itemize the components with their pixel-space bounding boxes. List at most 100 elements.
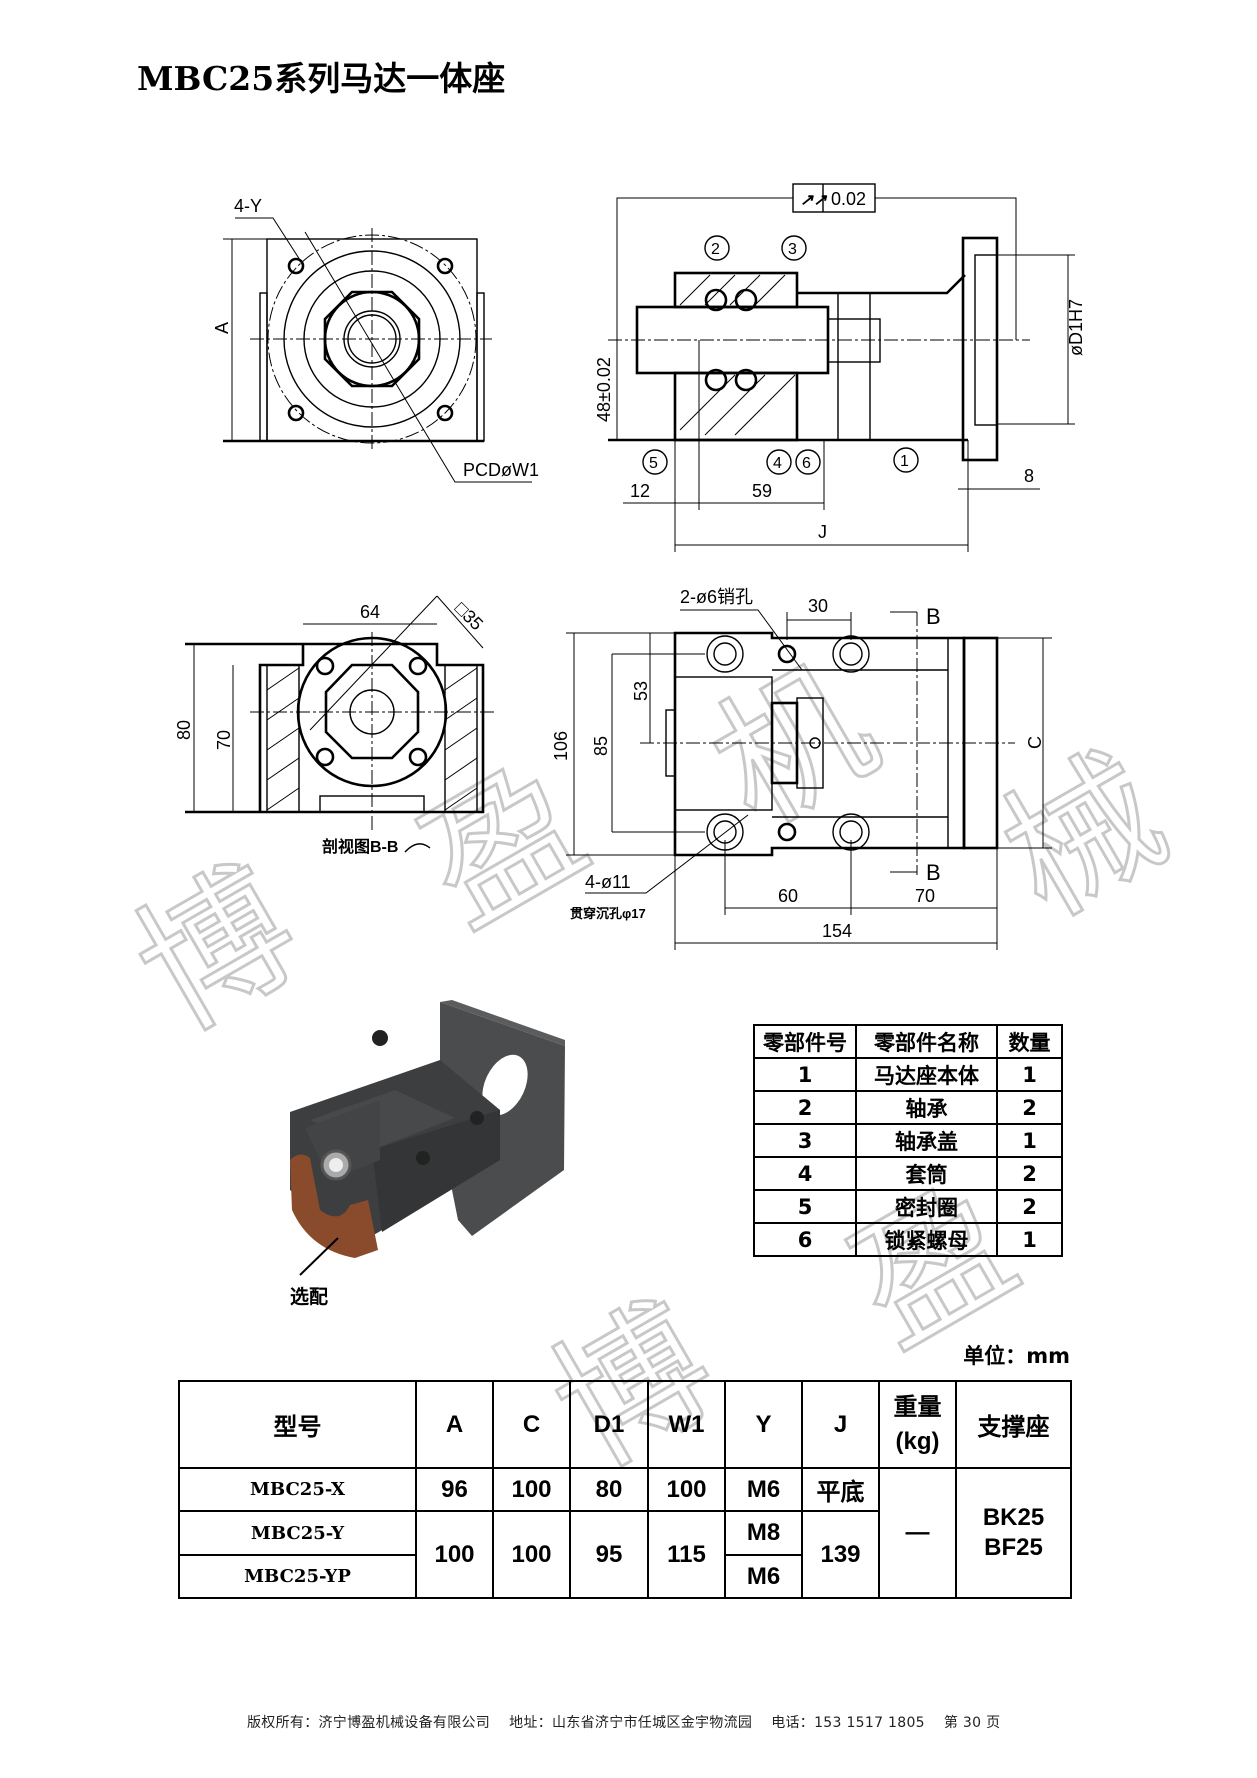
bolt-hole-note: 贯穿沉孔φ17 (570, 906, 646, 921)
dim-square-35: □35 (451, 598, 487, 634)
dim-70: 70 (214, 730, 234, 750)
cell-c: 100 (492, 1510, 571, 1599)
cell-weight: — (878, 1467, 957, 1599)
header-j: J (801, 1380, 880, 1469)
cell-w1: 100 (647, 1467, 726, 1512)
dim-154: 154 (822, 921, 852, 941)
header-weight: 重量(kg) (878, 1380, 957, 1469)
header-model: 型号 (178, 1380, 417, 1469)
part-qty: 1 (996, 1123, 1063, 1158)
part-name: 密封圈 (855, 1189, 998, 1224)
part-no: 6 (753, 1222, 857, 1257)
cell-w1: 115 (647, 1510, 726, 1599)
watermark-char: 博 (109, 837, 326, 1063)
cell-d1: 95 (569, 1510, 649, 1599)
section-mark-b-top: B (926, 604, 941, 629)
part-name: 轴承盖 (855, 1123, 998, 1158)
pcd-label: PCDøW1 (463, 460, 539, 480)
cell-d1: 80 (569, 1467, 649, 1512)
section-view-drawing: ↗↗ 0.02 øD1H7 48±0.02 2 3 5 4 6 1 (594, 183, 1086, 552)
page-title: MBC25系列马达一体座 (137, 59, 506, 98)
header-support: 支撑座 (955, 1380, 1072, 1469)
dim-85: 85 (591, 736, 611, 756)
table-header-row: 零部件号 零部件名称 数量 (753, 1024, 1063, 1059)
top-view-drawing: 2-ø6销孔 30 B B 53 85 106 C 4-ø11 贯穿沉孔φ17 … (551, 587, 1052, 950)
support-bk: BK25 (982, 1504, 1045, 1531)
product-photo (290, 1000, 565, 1276)
section-caption: 剖视图B-B (322, 837, 398, 856)
cell-a: 100 (415, 1510, 494, 1599)
dim-106: 106 (551, 731, 571, 761)
header-y: Y (724, 1380, 803, 1469)
model-cell: MBC25-Y (178, 1510, 417, 1556)
watermark-char: 机 (685, 634, 902, 860)
pin-hole-label: 2-ø6销孔 (680, 587, 753, 607)
dim-80: 80 (174, 720, 194, 740)
height-tolerance-label: 48±0.02 (594, 357, 614, 422)
option-leader-line (299, 1237, 339, 1276)
dim-8: 8 (1024, 466, 1034, 486)
cell-y: M6 (724, 1467, 803, 1512)
part-no: 2 (753, 1090, 857, 1125)
header-part-name: 零部件名称 (855, 1024, 998, 1059)
dim-30: 30 (808, 596, 828, 616)
cell-y: M6 (724, 1554, 803, 1599)
part-no: 3 (753, 1123, 857, 1158)
dim-64: 64 (360, 602, 380, 622)
header-qty: 数量 (996, 1024, 1063, 1059)
cell-j: 平底 (801, 1467, 880, 1512)
balloon-6: 6 (802, 455, 811, 472)
part-name: 马达座本体 (855, 1057, 998, 1092)
section-mark-b-bottom: B (926, 860, 941, 885)
spec-table: 型号 A C D1 W1 Y J 重量(kg) 支撑座 MBC25-X 96 1… (178, 1380, 1072, 1599)
part-qty: 2 (996, 1156, 1063, 1191)
bore-label: øD1H7 (1066, 299, 1086, 356)
part-no: 4 (753, 1156, 857, 1191)
header-w1: W1 (647, 1380, 726, 1469)
balloon-4: 4 (773, 455, 782, 472)
balloon-2: 2 (711, 241, 720, 258)
dim-70: 70 (915, 886, 935, 906)
part-no: 5 (753, 1189, 857, 1224)
part-name: 轴承 (855, 1090, 998, 1125)
header-d1: D1 (569, 1380, 649, 1469)
part-name: 锁紧螺母 (855, 1222, 998, 1257)
support-bf: BF25 (984, 1534, 1043, 1561)
model-cell: MBC25-YP (178, 1554, 417, 1599)
model-cell: MBC25-X (178, 1467, 417, 1512)
table-row: MBC25-Y 100 100 95 115 M8 139 (178, 1510, 1071, 1599)
part-qty: 2 (996, 1189, 1063, 1224)
footer: 版权所有：济宁博盈机械设备有限公司 地址：山东省济宁市任城区金宇物流园 电话：1… (247, 1715, 1001, 1731)
balloon-1: 1 (900, 453, 909, 470)
dim-j: J (818, 522, 827, 542)
dim-60: 60 (778, 886, 798, 906)
dim-59: 59 (752, 481, 772, 501)
part-qty: 1 (996, 1222, 1063, 1257)
runout-symbol-icon: ↗↗ (800, 192, 827, 209)
holes-label: 4-Y (234, 196, 262, 216)
rotation-arrow-icon (404, 843, 431, 853)
front-view-drawing: 4-Y PCDøW1 A (212, 196, 539, 483)
part-no: 1 (753, 1057, 857, 1092)
header-c: C (492, 1380, 571, 1469)
cell-j: 139 (801, 1510, 880, 1599)
part-qty: 2 (996, 1090, 1063, 1125)
cell-y: M8 (724, 1510, 803, 1556)
cell-a: 96 (415, 1467, 494, 1512)
dim-c: C (1025, 736, 1045, 749)
header-a: A (415, 1380, 494, 1469)
part-name: 套筒 (855, 1156, 998, 1191)
watermark-char: 械 (975, 724, 1192, 950)
unit-label: 单位：mm (963, 1344, 1070, 1368)
dim-12: 12 (630, 481, 650, 501)
tolerance-value: 0.02 (831, 189, 866, 209)
balloon-5: 5 (649, 455, 658, 472)
header-weight-line1: 重量 (893, 1393, 942, 1421)
